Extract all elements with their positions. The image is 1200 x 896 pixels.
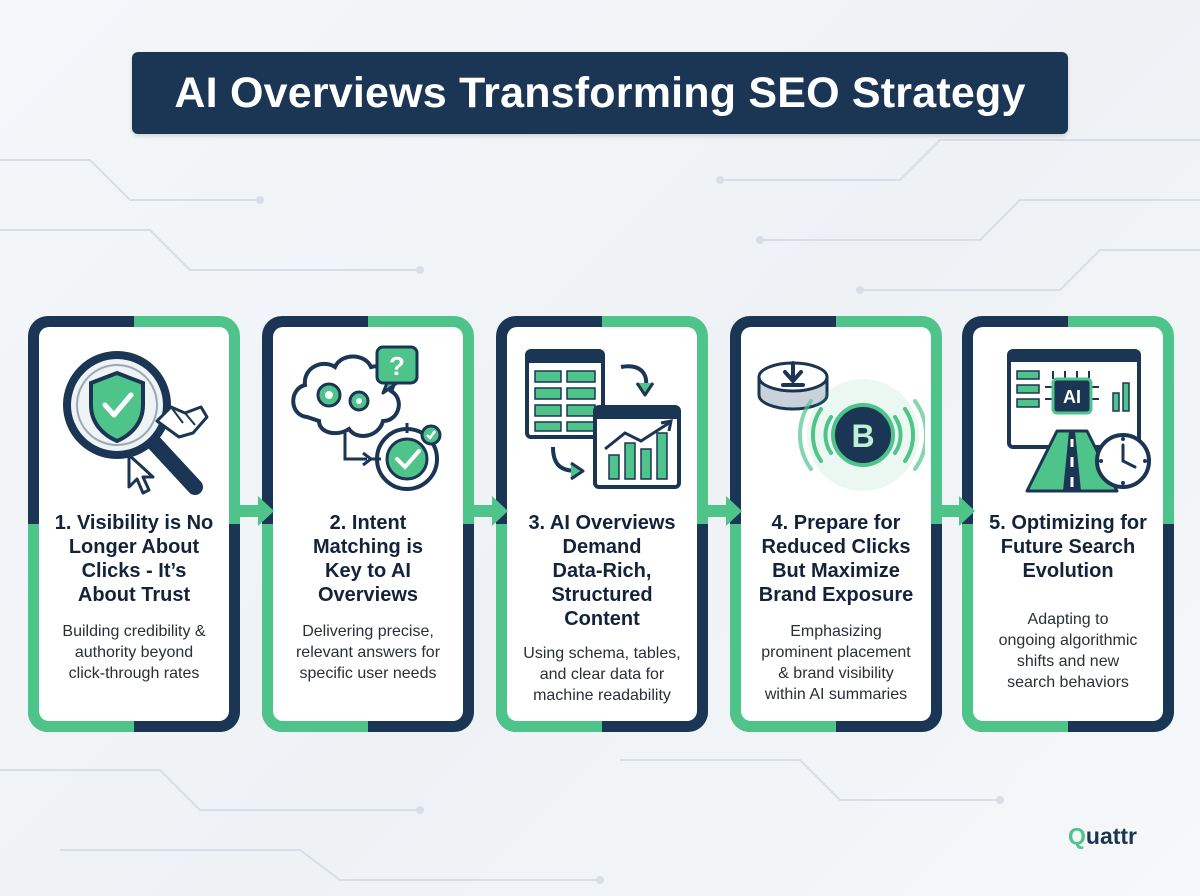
brand-logo: Quattr [1068, 823, 1138, 849]
step-card-3-body: 3. AI Overviews Demand Data-Rich, Struct… [507, 327, 697, 721]
step-card-2: ? 2. Intent Matching is Key to AI Overvi… [262, 316, 474, 732]
arrow-right-icon [941, 496, 975, 526]
step-card-1: 1. Visibility is No Longer About Clicks … [28, 316, 240, 732]
step-card-5-body: AI 5. Optimizing for Future Search Evo [973, 327, 1163, 721]
brand-broadcast-icon: B [747, 337, 929, 497]
ai-roadmap-clock-icon: AI [979, 337, 1157, 497]
step-card-1-description: Building credibility & authority beyond … [62, 623, 206, 682]
step-card-4-body: B 4. Prepare for Reduced Clicks But Maxi… [741, 327, 931, 721]
step-card-5-description: Adapting to ongoing algorithmic shifts a… [998, 611, 1138, 691]
svg-text:B: B [851, 418, 874, 454]
step-card-2-body: ? 2. Intent Matching is Key to AI Overvi… [273, 327, 463, 721]
step-card-1-body: 1. Visibility is No Longer About Clicks … [39, 327, 229, 721]
step-card-4-title: 4. Prepare for Reduced Clicks But Maximi… [758, 512, 914, 606]
page-title: AI Overviews Transforming SEO Strategy [174, 68, 1026, 117]
arrow-right-icon [240, 496, 274, 526]
arrow-right-icon [708, 496, 742, 526]
structured-data-chart-icon [513, 337, 691, 497]
step-card-3-title: 3. AI Overviews Demand Data-Rich, Struct… [528, 512, 676, 630]
svg-text:AI: AI [1063, 387, 1081, 407]
brain-target-question-icon: ? [279, 337, 457, 497]
step-card-3: 3. AI Overviews Demand Data-Rich, Struct… [496, 316, 708, 732]
step-card-4: B 4. Prepare for Reduced Clicks But Maxi… [730, 316, 942, 732]
title-banner: AI Overviews Transforming SEO Strategy [132, 52, 1068, 134]
step-card-3-description: Using schema, tables, and clear data for… [523, 645, 681, 704]
step-card-4-description: Emphasizing prominent placement & brand … [761, 623, 911, 703]
step-card-2-description: Delivering precise, relevant answers for… [295, 623, 441, 682]
step-card-5: AI 5. Optimizing for Future Search Evo [962, 316, 1174, 732]
step-card-1-title: 1. Visibility is No Longer About Clicks … [54, 512, 214, 606]
svg-text:?: ? [389, 351, 405, 381]
step-card-2-title: 2. Intent Matching is Key to AI Overview… [312, 512, 423, 606]
magnifier-shield-handshake-icon [45, 337, 223, 497]
step-card-5-title: 5. Optimizing for Future Search Evolutio… [989, 512, 1147, 582]
arrow-right-icon [474, 496, 508, 526]
